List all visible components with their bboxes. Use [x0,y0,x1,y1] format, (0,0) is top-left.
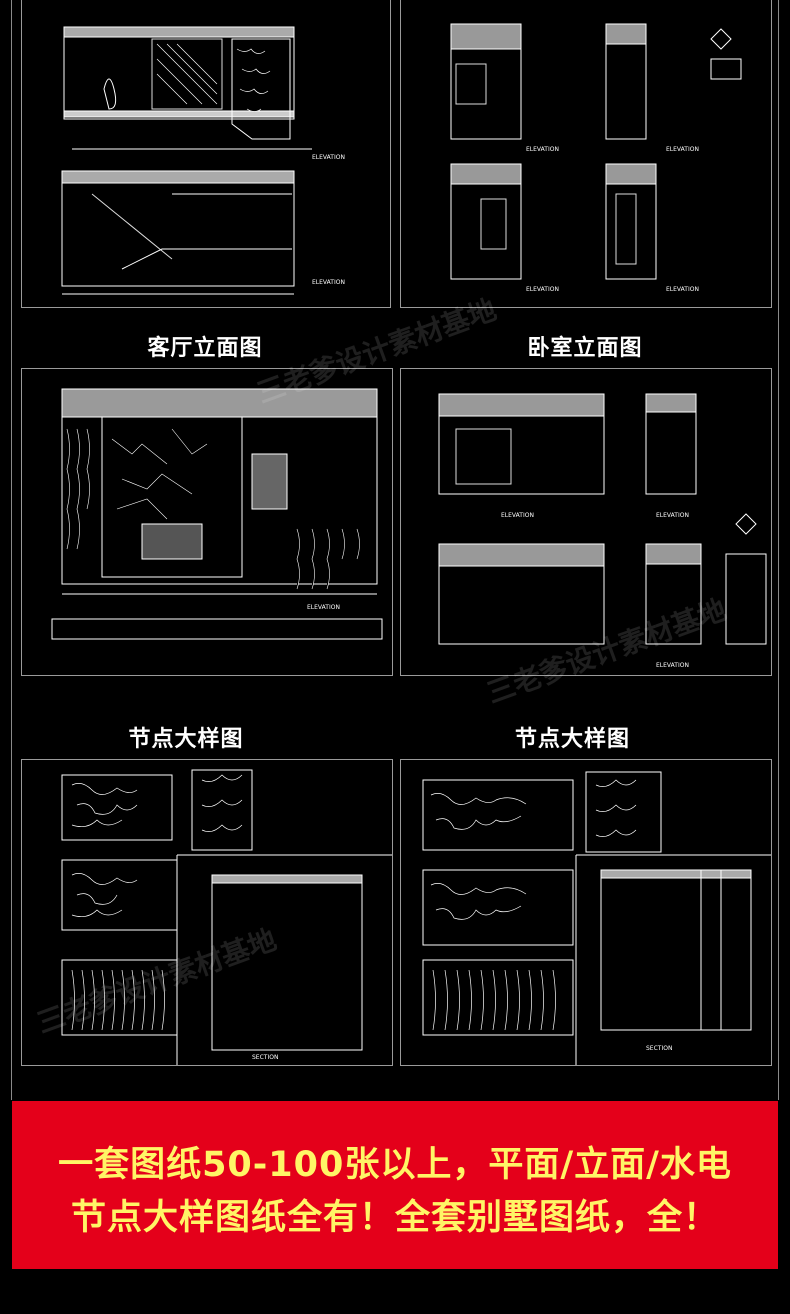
elevation-tag: ELEVATION [526,286,559,293]
cad-drawing-living-room-elevation: ELEVATION [51,388,383,640]
drawing-panel-bedroom-sections: ELEVATION ELEVATION ELEVATION ELEVATION [400,0,772,308]
elevation-tag: ELEVATION [656,512,689,519]
elevation-tag: ELEVATION [656,662,689,669]
elevation-tag: ELEVATION [526,146,559,153]
elevation-tag: ELEVATION [312,279,345,286]
section-caption-detail-right: 节点大样图 [514,727,630,752]
elevation-tag: ELEVATION [666,146,699,153]
drawing-panel-detail-right: SECTION [400,759,772,1066]
elevation-tag: ELEVATION [312,154,345,161]
cad-drawing-living-room-sections: ELEVATION ELEVATION [61,26,345,295]
elevation-tag: ELEVATION [307,604,340,611]
drawing-panel-living-room-sections: ELEVATION ELEVATION [21,0,391,308]
drawing-panel-detail-left: SECTION [21,759,393,1066]
cad-drawing-bedroom-sections: ELEVATION ELEVATION ELEVATION ELEVATION [450,23,742,293]
drawing-panel-bedroom-elevation: ELEVATION ELEVATION ELEVATION [400,368,772,676]
section-caption-living-room: 客厅立面图 [147,336,263,361]
section-caption-bedroom: 卧室立面图 [527,336,643,361]
promo-banner: 一套图纸50-100张以上，平面/立面/水电 节点大样图纸全有！全套别墅图纸，全… [12,1101,778,1269]
left-divider [11,0,12,1100]
elevation-tag: ELEVATION [666,286,699,293]
drawing-panel-living-room-elevation: ELEVATION [21,368,393,676]
section-caption-detail-left: 节点大样图 [128,727,244,752]
right-divider [778,0,779,1100]
cad-drawing-bedroom-elevation: ELEVATION ELEVATION ELEVATION [438,393,767,669]
section-tag: SECTION [646,1045,672,1052]
section-tag: SECTION [252,1054,278,1061]
cad-drawing-detail-left: SECTION [61,769,392,1065]
promo-banner-line-2: 节点大样图纸全有！全套别墅图纸，全！ [70,1198,719,1238]
cad-drawing-detail-right: SECTION [422,771,771,1065]
elevation-tag: ELEVATION [501,512,534,519]
promo-banner-line-1: 一套图纸50-100张以上，平面/立面/水电 [58,1145,732,1185]
